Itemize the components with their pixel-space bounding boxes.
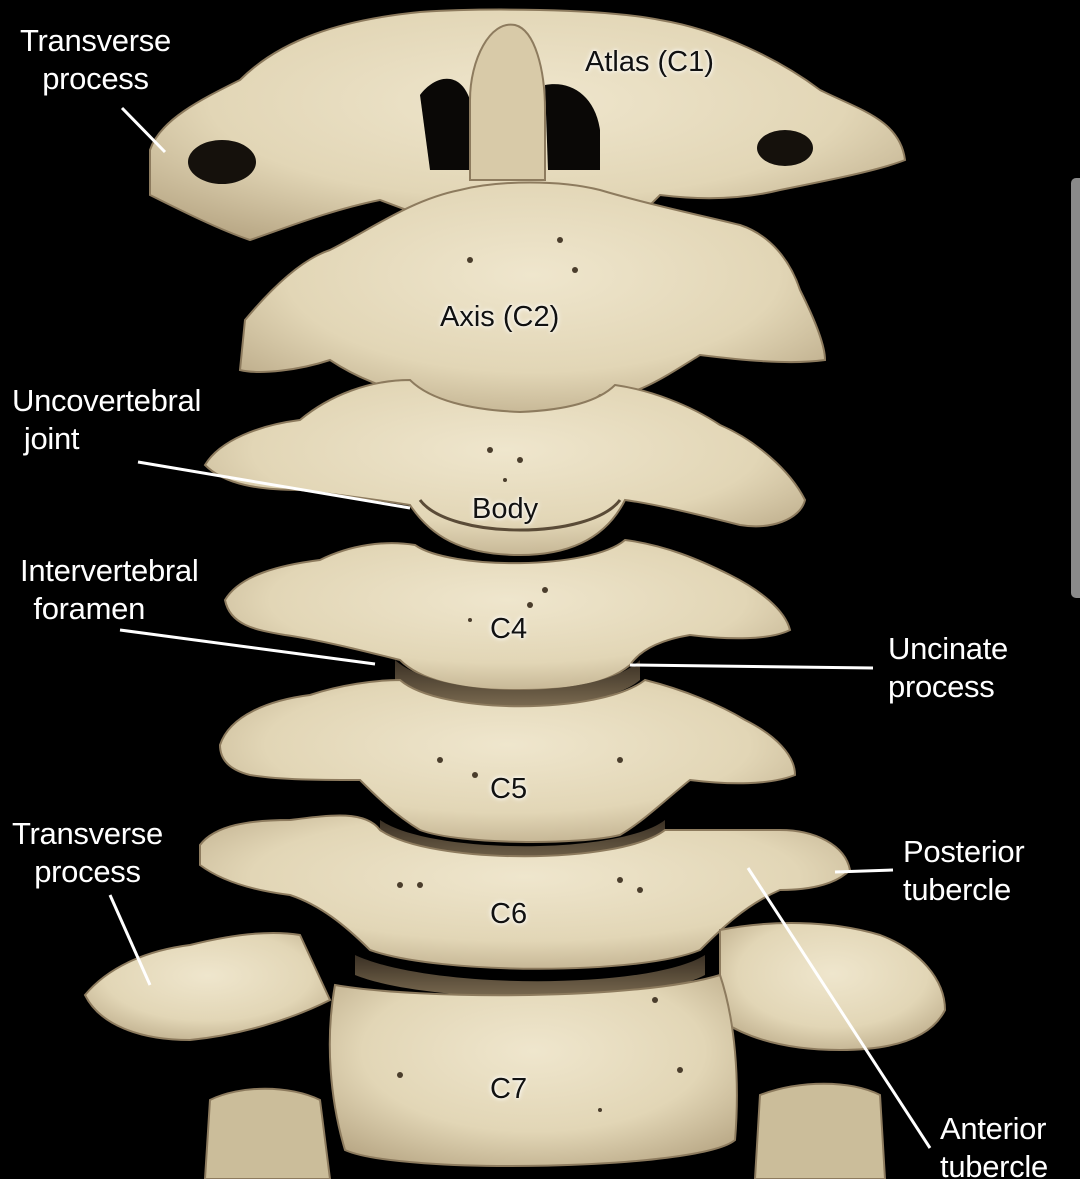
label-body: Body	[472, 493, 539, 525]
leader-transverse-process-top	[120, 106, 167, 154]
label-uncovertebral-joint: Uncovertebral joint	[12, 382, 201, 458]
label-line: Anterior	[940, 1111, 1047, 1146]
label-axis-c2: Axis (C2)	[440, 301, 560, 333]
label-uncinate-process: Uncinate process	[888, 630, 1008, 706]
label-c7: C7	[490, 1073, 528, 1105]
label-anterior-tubercle: Anterior tubercle	[940, 1110, 1048, 1179]
label-line: joint	[23, 421, 80, 456]
label-transverse-process-top: Transverse process	[20, 22, 171, 98]
bone-texture	[397, 237, 683, 1112]
scrollbar-handle[interactable]	[1071, 178, 1080, 598]
label-intervertebral-foramen: Intervertebral foramen	[20, 552, 199, 628]
leader-posterior-tubercle	[834, 868, 894, 874]
leader-uncinate-process	[629, 663, 874, 670]
label-c4: C4	[490, 613, 528, 645]
c5-vertebra	[218, 678, 797, 843]
label-line: process	[42, 61, 149, 96]
label-line: Posterior	[903, 834, 1025, 869]
axis-c2-vertebra	[238, 181, 827, 415]
label-line: Transverse	[20, 23, 171, 58]
disc-shadow	[355, 955, 705, 998]
c6-vertebra	[199, 814, 852, 970]
c7-transverse-processes	[83, 922, 947, 1052]
label-line: Intervertebral	[20, 553, 199, 588]
leader-transverse-process-bottom	[108, 894, 152, 986]
label-line: foramen	[33, 591, 146, 626]
label-line: tubercle	[940, 1149, 1048, 1179]
c7-vertebra	[328, 973, 738, 1168]
leader-uncovertebral-joint	[137, 460, 411, 510]
disc-shadow	[395, 660, 640, 707]
leader-intervertebral-foramen	[119, 628, 376, 666]
label-c5: C5	[490, 773, 528, 805]
leader-lines	[108, 106, 932, 1149]
label-line: Transverse	[12, 816, 163, 851]
label-line: tubercle	[903, 872, 1011, 907]
c3-vertebra	[203, 378, 807, 557]
label-line: process	[34, 854, 141, 889]
leader-anterior-tubercle	[746, 867, 932, 1149]
label-transverse-process-bottom: Transverse process	[12, 815, 163, 891]
label-line: process	[888, 669, 995, 704]
t1-partial	[203, 1082, 887, 1179]
label-line: Uncinate	[888, 631, 1008, 666]
label-c6: C6	[490, 898, 528, 930]
label-posterior-tubercle: Posterior tubercle	[903, 833, 1025, 909]
c4-vertebra	[223, 538, 792, 692]
label-atlas-c1: Atlas (C1)	[585, 46, 714, 78]
label-line: Uncovertebral	[12, 383, 202, 418]
atlas-c1-vertebra	[149, 8, 907, 242]
